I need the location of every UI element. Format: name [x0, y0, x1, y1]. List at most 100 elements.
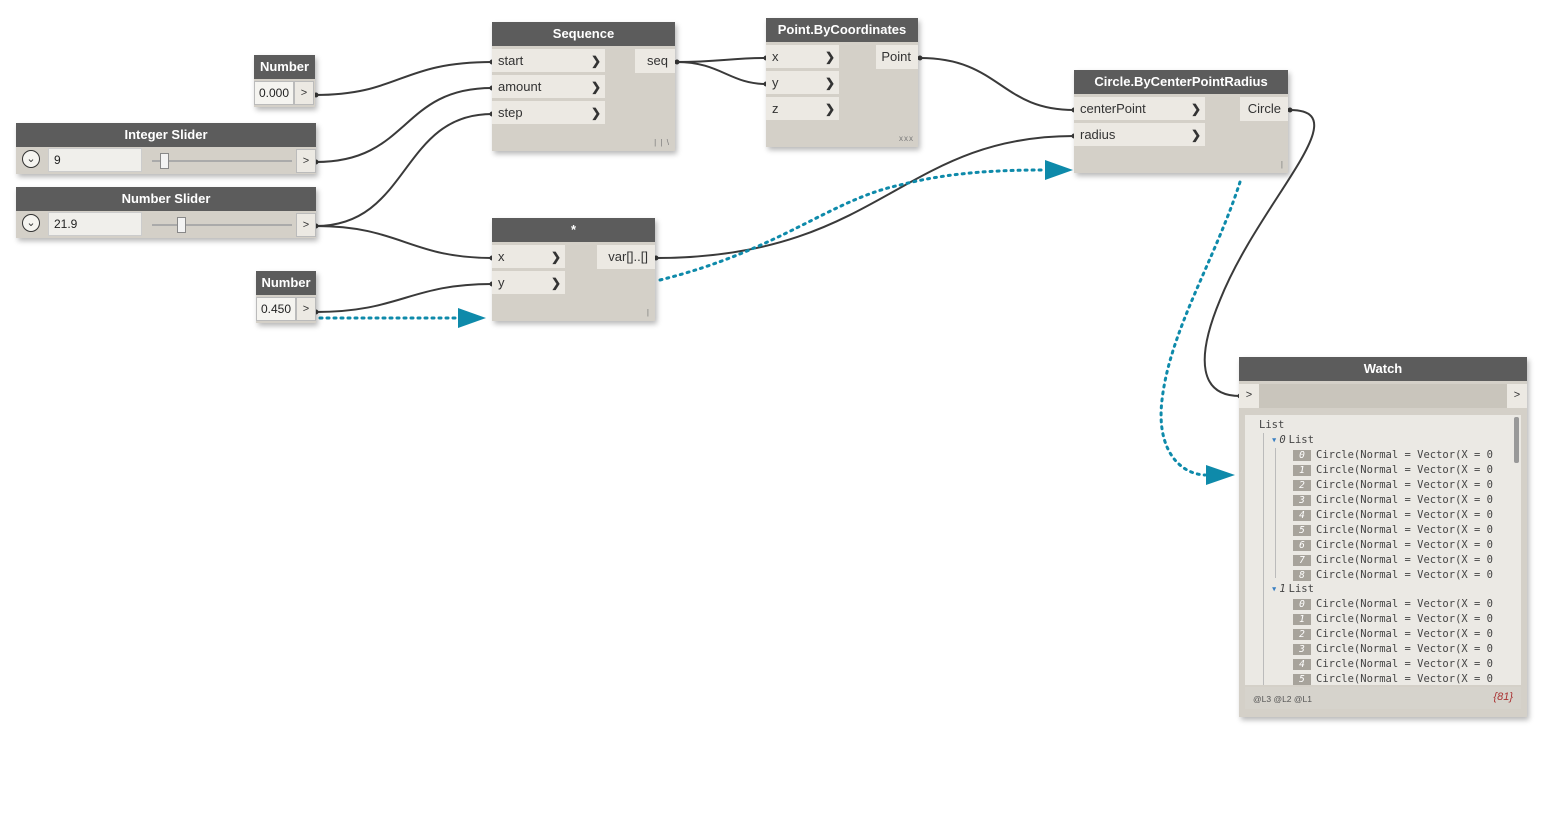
- watch-group-index: 0: [1279, 434, 1286, 446]
- number-slider-value[interactable]: 21.9: [48, 212, 142, 236]
- number-node-2-output-port[interactable]: >: [296, 297, 316, 321]
- watch-item-value: Circle(Normal = Vector(X = 0: [1316, 554, 1494, 566]
- watch-item-value: Circle(Normal = Vector(X = 0: [1316, 509, 1494, 521]
- number-slider-node[interactable]: Number Slider ⌄ 21.9 >: [16, 187, 316, 238]
- point-input-y[interactable]: y❯: [766, 71, 839, 95]
- watch-item-index: 5: [1293, 524, 1311, 536]
- integer-slider-output-port[interactable]: >: [296, 149, 316, 173]
- wire-numslider-step[interactable]: [315, 113, 493, 227]
- wire-number1-start[interactable]: [314, 61, 493, 96]
- sequence-output-seq[interactable]: seq: [635, 49, 675, 73]
- multiply-node[interactable]: * x❯ y❯ var[]..[] |: [492, 218, 655, 321]
- wire-circle-watch[interactable]: [1203, 109, 1316, 397]
- integer-slider-expand-icon[interactable]: ⌄: [22, 150, 40, 168]
- number-slider-track[interactable]: [152, 224, 292, 226]
- integer-slider-thumb[interactable]: [160, 153, 169, 169]
- watch-item-index: 2: [1293, 479, 1311, 491]
- watch-list-item: 7 Circle(Normal = Vector(X = 0: [1293, 553, 1493, 568]
- annotation-arrowhead-1: [458, 308, 486, 328]
- point-input-x[interactable]: x❯: [766, 45, 839, 69]
- wire-number2-y[interactable]: [315, 283, 493, 313]
- watch-tree-guide: [1275, 448, 1276, 578]
- wire-numslider-x[interactable]: [315, 225, 493, 259]
- number-node-1-output-port[interactable]: >: [294, 81, 314, 105]
- wire-intslider-amount[interactable]: [315, 87, 493, 163]
- collapse-triangle-icon[interactable]: ▾: [1271, 583, 1278, 595]
- annotation-dotted-arrow-3: [1159, 180, 1242, 477]
- watch-item-value: Circle(Normal = Vector(X = 0: [1316, 569, 1494, 581]
- watch-list-item: 5 Circle(Normal = Vector(X = 0: [1293, 523, 1493, 538]
- sequence-input-amount[interactable]: amount❯: [492, 75, 605, 99]
- watch-input-port[interactable]: >: [1239, 384, 1259, 408]
- integer-slider-value[interactable]: 9: [48, 148, 142, 172]
- watch-item-value: Circle(Normal = Vector(X = 0: [1316, 524, 1494, 536]
- number-slider-title: Number Slider: [16, 187, 316, 211]
- watch-item-value: Circle(Normal = Vector(X = 0: [1316, 539, 1494, 551]
- watch-item-index: 3: [1293, 643, 1311, 655]
- watch-count: {81}: [1493, 691, 1513, 703]
- watch-item-value: Circle(Normal = Vector(X = 0: [1316, 628, 1494, 640]
- watch-item-value: Circle(Normal = Vector(X = 0: [1316, 613, 1494, 625]
- point-lacing-indicator[interactable]: xxx: [899, 134, 914, 143]
- watch-item-value: Circle(Normal = Vector(X = 0: [1316, 494, 1494, 506]
- point-output[interactable]: Point: [876, 45, 918, 69]
- number-node-2[interactable]: Number 0.450 >: [256, 271, 316, 323]
- multiply-input-x[interactable]: x❯: [492, 245, 565, 269]
- watch-item-value: Circle(Normal = Vector(X = 0: [1316, 673, 1494, 685]
- watch-item-index: 6: [1293, 539, 1311, 551]
- number-node-2-title: Number: [256, 271, 316, 295]
- wire-point-centerpoint[interactable]: [919, 57, 1075, 111]
- integer-slider-node[interactable]: Integer Slider ⌄ 9 >: [16, 123, 316, 174]
- integer-slider-track[interactable]: [152, 160, 292, 162]
- watch-item-index: 7: [1293, 554, 1311, 566]
- watch-item-index: 0: [1293, 598, 1311, 610]
- multiply-input-y[interactable]: y❯: [492, 271, 565, 295]
- watch-levels[interactable]: @L3 @L2 @L1: [1253, 694, 1312, 704]
- number-slider-expand-icon[interactable]: ⌄: [22, 214, 40, 232]
- circle-lacing-indicator[interactable]: |: [1280, 160, 1284, 169]
- number-node-1-value[interactable]: 0.000: [254, 81, 294, 105]
- circle-input-centerpoint[interactable]: centerPoint❯: [1074, 97, 1205, 121]
- number-node-1-title: Number: [254, 55, 315, 79]
- watch-output-port[interactable]: >: [1507, 384, 1527, 408]
- watch-item-index: 3: [1293, 494, 1311, 506]
- point-by-coordinates-node[interactable]: Point.ByCoordinates x❯ y❯ z❯ Point xxx: [766, 18, 918, 147]
- annotation-arrowhead-2: [1045, 160, 1073, 180]
- number-slider-thumb[interactable]: [177, 217, 186, 233]
- sequence-node[interactable]: Sequence start❯ amount❯ step❯ seq | | \: [492, 22, 675, 151]
- number-node-1[interactable]: Number 0.000 >: [254, 55, 315, 107]
- watch-group-label: List: [1288, 583, 1314, 595]
- circle-by-center-point-radius-node[interactable]: Circle.ByCenterPointRadius centerPoint❯ …: [1074, 70, 1288, 173]
- watch-item-value: Circle(Normal = Vector(X = 0: [1316, 658, 1494, 670]
- circle-input-radius[interactable]: radius❯: [1074, 123, 1205, 147]
- number-slider-output-port[interactable]: >: [296, 213, 316, 237]
- watch-scrollbar[interactable]: [1514, 417, 1519, 463]
- watch-item-index: 4: [1293, 509, 1311, 521]
- watch-port-row: > >: [1239, 384, 1527, 408]
- circle-output[interactable]: Circle: [1240, 97, 1288, 121]
- sequence-input-start[interactable]: start❯: [492, 49, 605, 73]
- sequence-lacing-indicator[interactable]: | | \: [654, 138, 670, 147]
- collapse-triangle-icon[interactable]: ▾: [1271, 434, 1278, 446]
- wire-seq-y[interactable]: [676, 61, 767, 85]
- point-input-z[interactable]: z❯: [766, 97, 839, 121]
- annotation-arrowhead-3: [1206, 465, 1235, 485]
- wire-multiply-radius[interactable]: [655, 135, 1075, 259]
- integer-slider-title: Integer Slider: [16, 123, 316, 147]
- multiply-lacing-indicator[interactable]: |: [646, 308, 650, 317]
- sequence-input-step[interactable]: step❯: [492, 101, 605, 125]
- sequence-title: Sequence: [492, 22, 675, 46]
- watch-item-index: 0: [1293, 449, 1311, 461]
- number-node-2-value[interactable]: 0.450: [256, 297, 296, 321]
- point-by-coordinates-title: Point.ByCoordinates: [766, 18, 918, 42]
- wire-seq-x[interactable]: [676, 57, 767, 63]
- multiply-output[interactable]: var[]..[]: [597, 245, 655, 269]
